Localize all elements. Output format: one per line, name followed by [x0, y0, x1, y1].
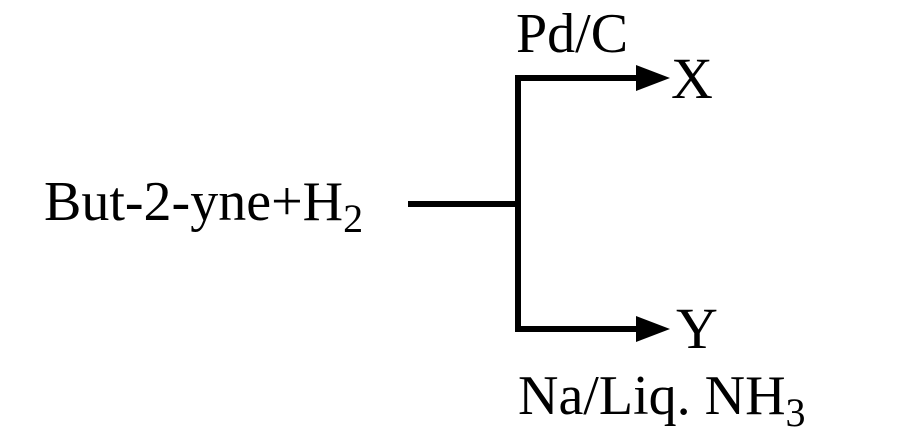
- product-y-label: Y: [676, 296, 718, 361]
- lower-reagent-label: Na/Liq. NH3: [518, 365, 806, 433]
- lower-reagent-subscript: 3: [785, 390, 806, 435]
- lower-arrowhead: [636, 316, 670, 342]
- lower-reagent-text: Na/Liq. NH: [518, 365, 786, 427]
- upper-reagent-label: Pd/C: [516, 3, 629, 65]
- product-x-label: X: [671, 46, 713, 111]
- reactant-text: But-2-yne+H: [44, 171, 344, 233]
- upper-arrowhead: [636, 65, 670, 91]
- reactant-subscript: 2: [343, 196, 364, 241]
- reactant-label: But-2-yne+H2: [44, 171, 363, 239]
